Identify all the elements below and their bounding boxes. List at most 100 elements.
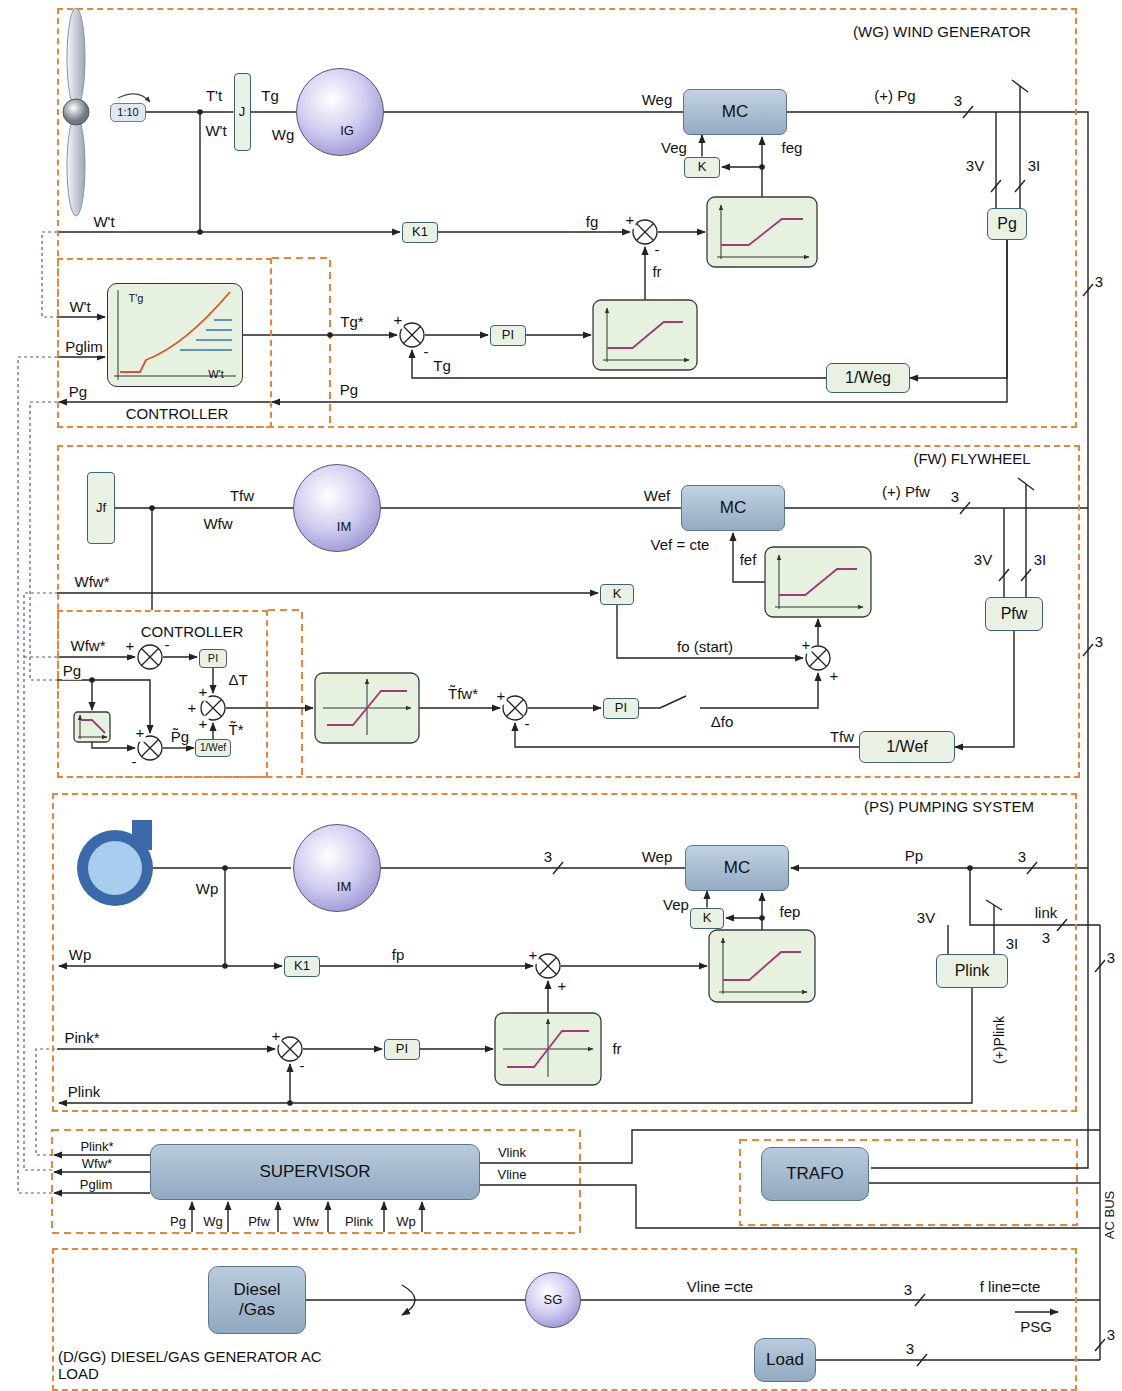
signal-label: feg xyxy=(781,140,804,157)
signal-label: T̃* xyxy=(228,722,245,739)
signal-label: T't xyxy=(205,88,223,105)
limiter-block xyxy=(78,737,107,738)
node-text: 1/Wef xyxy=(200,742,226,754)
signal-label: fr xyxy=(651,264,662,281)
measurement-box: Pg xyxy=(987,208,1027,240)
signal-arrow xyxy=(57,1048,275,1049)
signal-arrow xyxy=(644,247,645,300)
signal-arrow xyxy=(163,656,197,657)
summing-junction xyxy=(400,323,424,347)
signal-label: AC BUS xyxy=(1103,1190,1117,1240)
wire xyxy=(224,868,225,966)
node-text: IG xyxy=(340,124,354,139)
signal-label: Vlink xyxy=(497,1146,527,1160)
wire xyxy=(553,106,1105,1366)
wire xyxy=(869,1182,1100,1183)
converter-box: MC xyxy=(683,89,787,135)
signal-label: Wfw* xyxy=(70,638,107,655)
limiter-block xyxy=(707,197,817,267)
limiter-block xyxy=(707,197,817,267)
signal-arrow xyxy=(726,917,762,918)
signal-arrow xyxy=(419,707,500,708)
signal-label: + xyxy=(528,947,539,964)
signal-label: Weg xyxy=(641,92,674,109)
limiter-block xyxy=(765,547,871,617)
limiter-block xyxy=(723,938,724,994)
signal-label: Wg xyxy=(271,127,296,144)
signal-label: 3 xyxy=(905,1341,915,1358)
block-box: K1 xyxy=(402,222,438,243)
measurement-box: 1/Weg xyxy=(826,363,910,393)
block-box: J xyxy=(234,73,251,151)
connector xyxy=(381,867,685,868)
signal-arrow xyxy=(722,166,762,167)
signal-arrow xyxy=(277,1202,278,1232)
equipment-box: Diesel /Gas xyxy=(208,1266,306,1334)
limiter-block xyxy=(74,712,110,742)
node-text: T'g xyxy=(129,292,144,305)
node-text: MC xyxy=(724,858,750,878)
signal-label: fo (start) xyxy=(676,639,734,656)
limiter-block xyxy=(775,607,863,608)
region-outline xyxy=(268,610,302,778)
signal-label: Wep xyxy=(641,849,674,866)
wire xyxy=(993,905,994,954)
signal-label: Vline =cte xyxy=(686,1279,754,1296)
signal-label: Wfw xyxy=(202,516,233,533)
block-box: PI xyxy=(490,325,526,346)
signal-arrow xyxy=(303,1048,382,1049)
machine-circle: IG xyxy=(296,68,384,156)
characteristic-plot xyxy=(114,290,236,380)
signal-label: Wfw* xyxy=(81,1157,113,1171)
signal-arrow xyxy=(320,965,533,966)
wire xyxy=(785,507,1088,508)
signal-label: Pg xyxy=(62,663,82,680)
limiter-block xyxy=(721,205,722,259)
node-text: PI xyxy=(396,1042,408,1057)
signal-arrow xyxy=(561,965,707,966)
signal-arrow xyxy=(526,334,591,335)
limiter-block xyxy=(507,1031,589,1067)
region-panel: CONTROLLERPI1/Wef xyxy=(57,610,268,778)
connector xyxy=(381,507,681,508)
wire xyxy=(1012,80,1028,92)
signal-arrow xyxy=(438,231,630,232)
node-text: K xyxy=(613,587,622,602)
signal-arrow xyxy=(57,656,135,657)
region-panel: (D/GG) DIESEL/GAS GENERATOR AC LOADDiese… xyxy=(52,1248,1077,1391)
signal-label: + xyxy=(557,978,568,995)
gear-ratio-box: 1:10 xyxy=(110,103,146,122)
connector xyxy=(910,240,1007,378)
signal-arrow xyxy=(92,742,135,748)
connector xyxy=(272,240,1007,402)
connector xyxy=(306,1299,525,1300)
node-text: Diesel /Gas xyxy=(225,1280,289,1319)
wire xyxy=(947,925,948,954)
signal-arrow xyxy=(761,893,762,930)
wire xyxy=(986,900,1002,910)
rotor-symbol xyxy=(63,8,150,216)
wire xyxy=(199,112,200,232)
signal-arrow xyxy=(54,1154,150,1155)
signal-label: fp xyxy=(391,947,406,964)
node-text: MC xyxy=(722,102,748,122)
signal-label: + xyxy=(198,716,209,733)
node-text: K1 xyxy=(412,225,428,240)
machine-circle: IM xyxy=(293,824,381,912)
limiter-block xyxy=(709,930,815,1002)
node-text: Pg xyxy=(997,215,1017,233)
signal-label: P̃g xyxy=(170,729,190,746)
junction-dot xyxy=(222,865,228,871)
signal-arrow xyxy=(57,316,105,317)
connectors xyxy=(115,112,1014,1300)
node-text: Load xyxy=(766,1350,804,1370)
block-box: PI xyxy=(384,1039,420,1060)
limiter-block xyxy=(719,992,807,993)
measurement-box: Plink xyxy=(936,954,1008,988)
characteristic-plot xyxy=(120,292,230,372)
signal-label: Pglim xyxy=(79,1178,114,1192)
signal-label: Tfw xyxy=(229,488,255,505)
limiter-block xyxy=(603,360,689,361)
signal-label: Pg xyxy=(169,1215,187,1229)
